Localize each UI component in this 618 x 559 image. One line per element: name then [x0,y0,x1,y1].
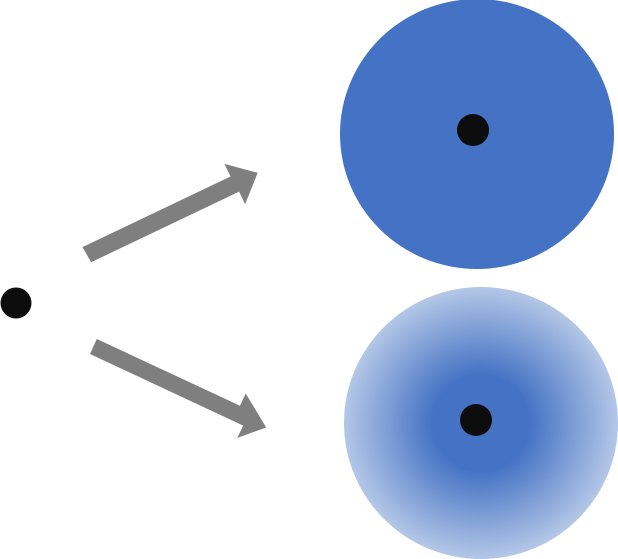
gradient-disc-center-point [460,404,492,436]
source-point [0,287,32,319]
solid-disc-center-point [457,114,489,146]
arrow-up-right [82,163,258,263]
arrow-down-right [90,339,267,438]
